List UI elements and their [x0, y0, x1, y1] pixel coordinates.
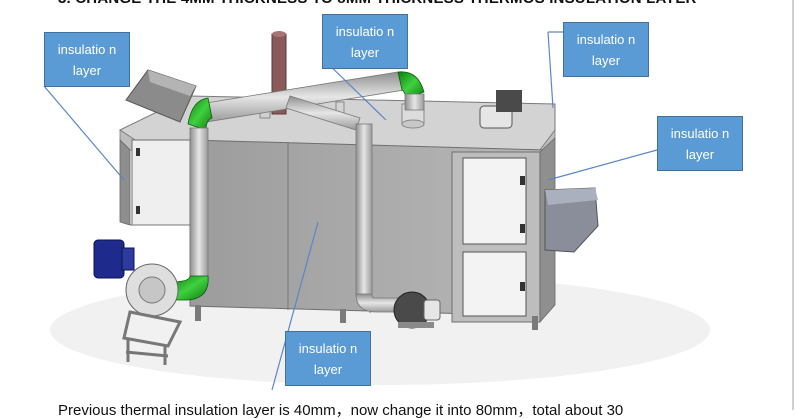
right-blower-fan: [393, 291, 441, 329]
blue-motor: [93, 239, 135, 279]
top-motor: [479, 90, 522, 129]
callout-leader-lines: [43, 31, 658, 391]
conveyor-outlet: [544, 187, 599, 253]
air-duct-system: [169, 71, 425, 313]
insulation-callout-bottom: insulatio n layer: [285, 331, 371, 386]
left-blower-fan: [122, 263, 183, 365]
insulation-callout-left: insulatio n layer: [44, 32, 130, 87]
insulation-callout-top-right: insulatio n layer: [563, 22, 649, 77]
body-text: Previous thermal insulation layer is 40m…: [58, 402, 624, 419]
page-edge: [792, 0, 794, 410]
left-door: [131, 139, 191, 226]
left-end-panel: [119, 139, 131, 226]
right-lower-door: [462, 251, 527, 317]
insulation-callout-top-center: insulatio n layer: [322, 14, 408, 69]
insulation-callout-right: insulatio n layer: [657, 116, 743, 171]
dryer-machine-illustration: [43, 31, 710, 391]
section-heading: 3. CHANGE THE 4MM THICKNESS TO 8MM THICK…: [58, 0, 758, 10]
right-upper-door: [462, 157, 527, 245]
